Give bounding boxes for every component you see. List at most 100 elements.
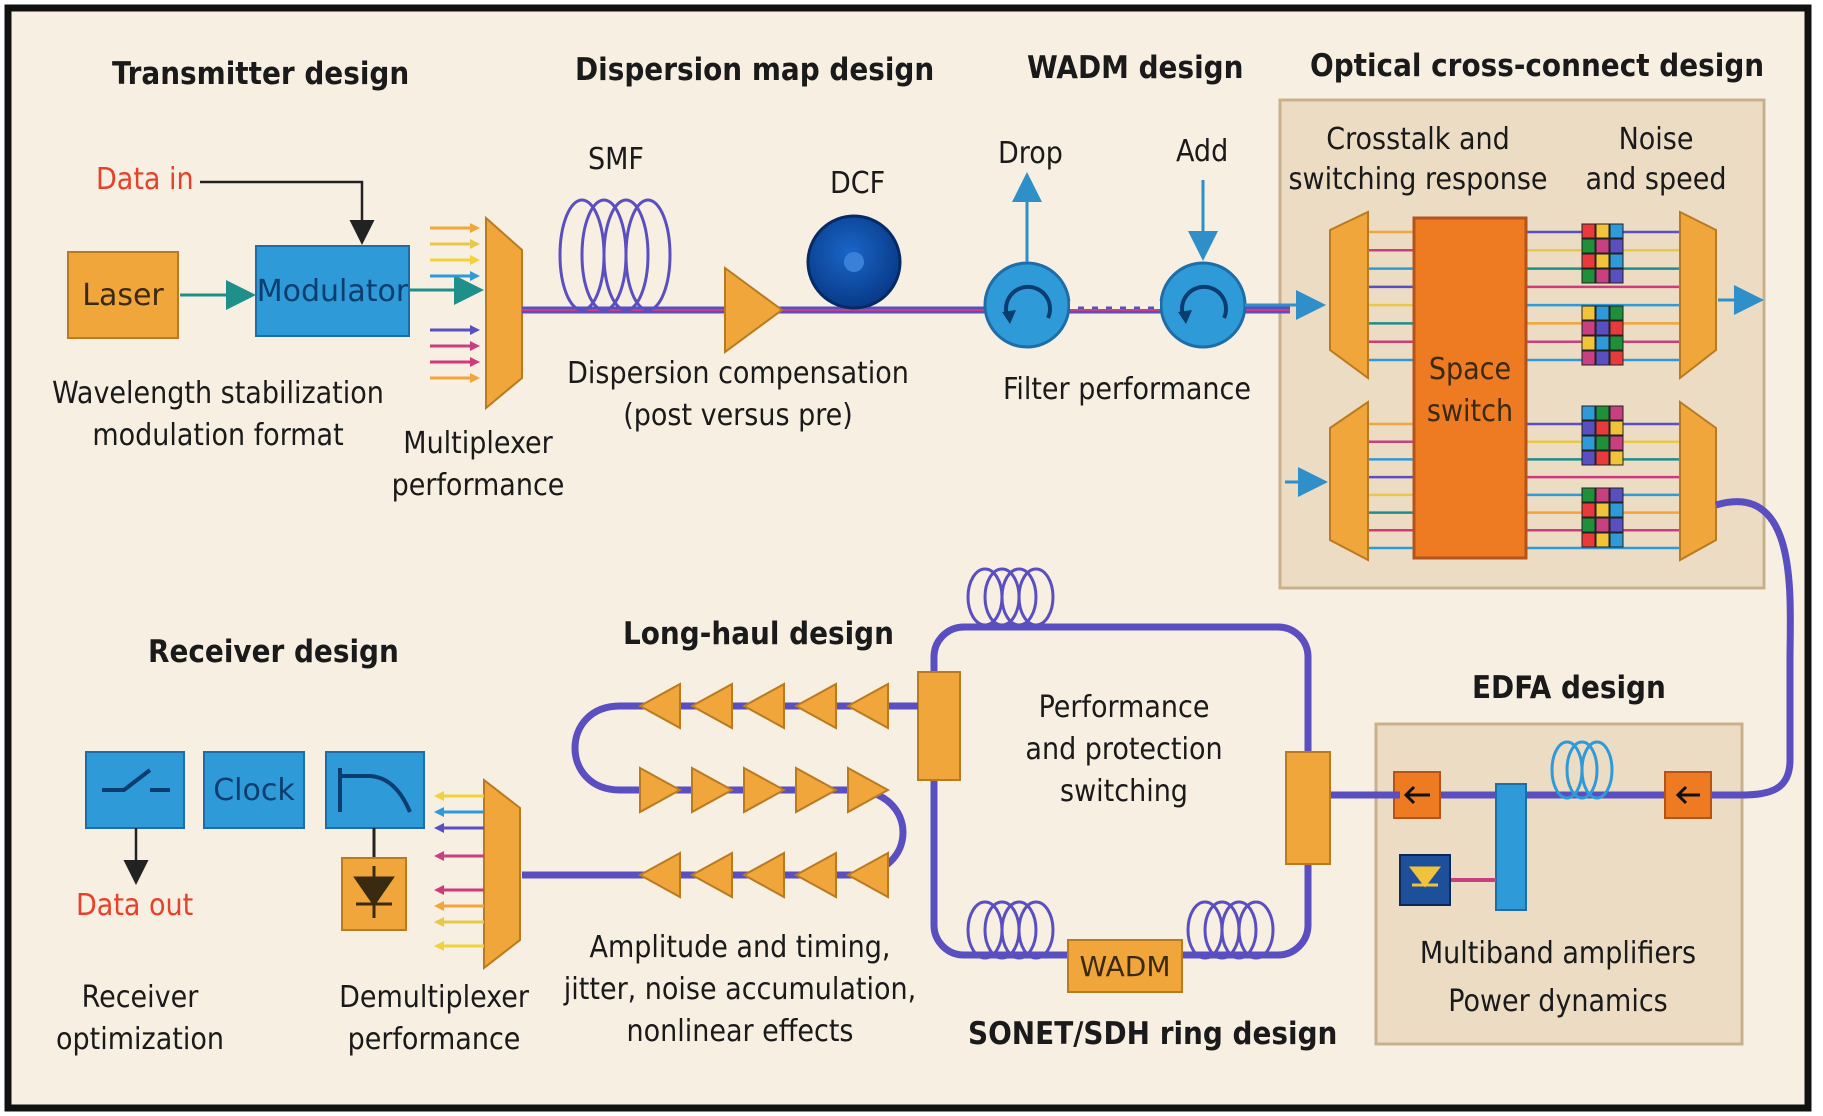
demux-output-arrows [434,791,484,951]
mux-arrowhead [470,357,480,367]
oxc-grid-cell [1609,350,1624,366]
mux-caption-1: Multiplexer [403,426,553,461]
demux-arrowhead [434,807,444,817]
add-label: Add [1176,134,1229,169]
demultiplexer-shape [483,777,521,971]
longhaul-amp [637,851,681,899]
oxc-grid-cell [1609,320,1624,336]
longhaul-caption-3: nonlinear effects [626,1014,854,1049]
edfa-coil [1550,740,1614,800]
oxc-grid-cell [1595,350,1610,366]
heading-wadm: WADM design [1027,50,1244,86]
ring-coil-bottom-left [966,900,1055,960]
filter-performance-label: Filter performance [1003,372,1251,407]
demux-arrowhead [434,901,444,911]
space-switch-label-1: Space [1428,352,1512,387]
oxc-grid-cell [1581,320,1596,336]
oxc-grid-cell [1609,223,1624,239]
oxc-grid-cell [1581,420,1596,436]
filter-box [325,751,425,829]
heading-longhaul: Long-haul design [623,616,894,652]
longhaul-amp [689,851,733,899]
oxc-grid-cell [1581,238,1596,254]
rx-opt-2: optimization [56,1022,224,1057]
oxc-demux-top [1329,210,1369,380]
space-switch-box [1412,216,1528,560]
oxc-grid-cell [1595,502,1610,518]
oxc-demux-bottom [1329,400,1369,562]
clock-label: Clock [213,772,295,808]
ring-node-right [1285,751,1331,865]
protection-caption-2: and protection [1025,732,1223,767]
oxc-grid-cell [1609,502,1624,518]
longhaul-fiber [522,702,918,879]
dispersion-caption-2: (post versus pre) [623,398,853,433]
oxc-grid-cell [1581,350,1596,366]
edfa-coupler [1495,783,1527,911]
laser-box [67,251,179,339]
longhaul-amp [793,682,837,730]
tx-caption-1: Wavelength stabilization [52,376,384,411]
mux-input-arrows [430,223,480,383]
oxc-grid-cell [1581,405,1596,421]
oxc-grid-cell [1609,487,1624,503]
crosstalk-label-1: Crosstalk and [1326,122,1510,157]
protection-caption-3: switching [1060,774,1188,809]
data-in-label: Data in [96,162,194,197]
oxc-grid-cell [1595,517,1610,533]
heading-sonet: SONET/SDH ring design [968,1016,1338,1052]
oxc-grid-cell [1581,435,1596,451]
edfa-caption-1: Multiband amplifiers [1419,936,1697,971]
smf-label: SMF [588,142,644,177]
demux-caption-2: performance [347,1022,521,1057]
oxc-grid-cell [1609,238,1624,254]
oxc-grid-cell [1609,420,1624,436]
ring-coil-bottom-right [1186,900,1275,960]
oxc-grid-cell [1581,532,1596,548]
tx-caption-2: modulation format [92,418,344,453]
oxc-grid-cell [1581,223,1596,239]
oxc-grid-cell [1609,268,1624,284]
longhaul-amp [743,766,787,814]
demux-arrowhead [434,941,444,951]
modulator-label: Modulator [256,273,409,309]
oxc-grid-cell [1595,223,1610,239]
oxc-grid-cell [1595,487,1610,503]
ring-wadm-box [1067,939,1183,993]
oxc-grid-cell [1581,450,1596,466]
modulator-box [255,245,410,337]
mux-caption-2: performance [391,468,565,503]
oxc-grid-cell [1581,487,1596,503]
add-circulator [1159,261,1247,349]
oxc-grid-cell [1595,320,1610,336]
oxc-grid-cell [1595,268,1610,284]
heading-receiver: Receiver design [148,634,399,670]
oxc-grid-cell [1609,253,1624,269]
longhaul-amp [637,682,681,730]
longhaul-amp [689,682,733,730]
oxc-mux-bottom [1679,400,1717,562]
wadm-box-label: WADM [1079,949,1171,983]
longhaul-caption-1: Amplitude and timing, [589,930,891,965]
dcf-label: DCF [830,166,886,201]
rx-opt-1: Receiver [81,980,199,1015]
mux-arrowhead [470,325,480,335]
oxc-grid-cell [1595,335,1610,351]
heading-edfa: EDFA design [1472,670,1666,706]
longhaul-amp [741,682,785,730]
multiplexer-shape [485,215,523,411]
oxc-grid-cell [1609,450,1624,466]
mux-arrowhead [470,223,480,233]
oxc-grid-cell [1581,253,1596,269]
oxc-grid-cell [1609,305,1624,321]
longhaul-amp [639,766,683,814]
longhaul-caption-2: jitter, noise accumulation, [563,972,917,1007]
oxc-grid-cell [1595,435,1610,451]
oxc-grid-cell [1581,305,1596,321]
protection-caption-1: Performance [1038,690,1210,725]
demux-arrowhead [434,917,444,927]
oxc-grid-cell [1595,450,1610,466]
laser-label: Laser [82,277,164,313]
